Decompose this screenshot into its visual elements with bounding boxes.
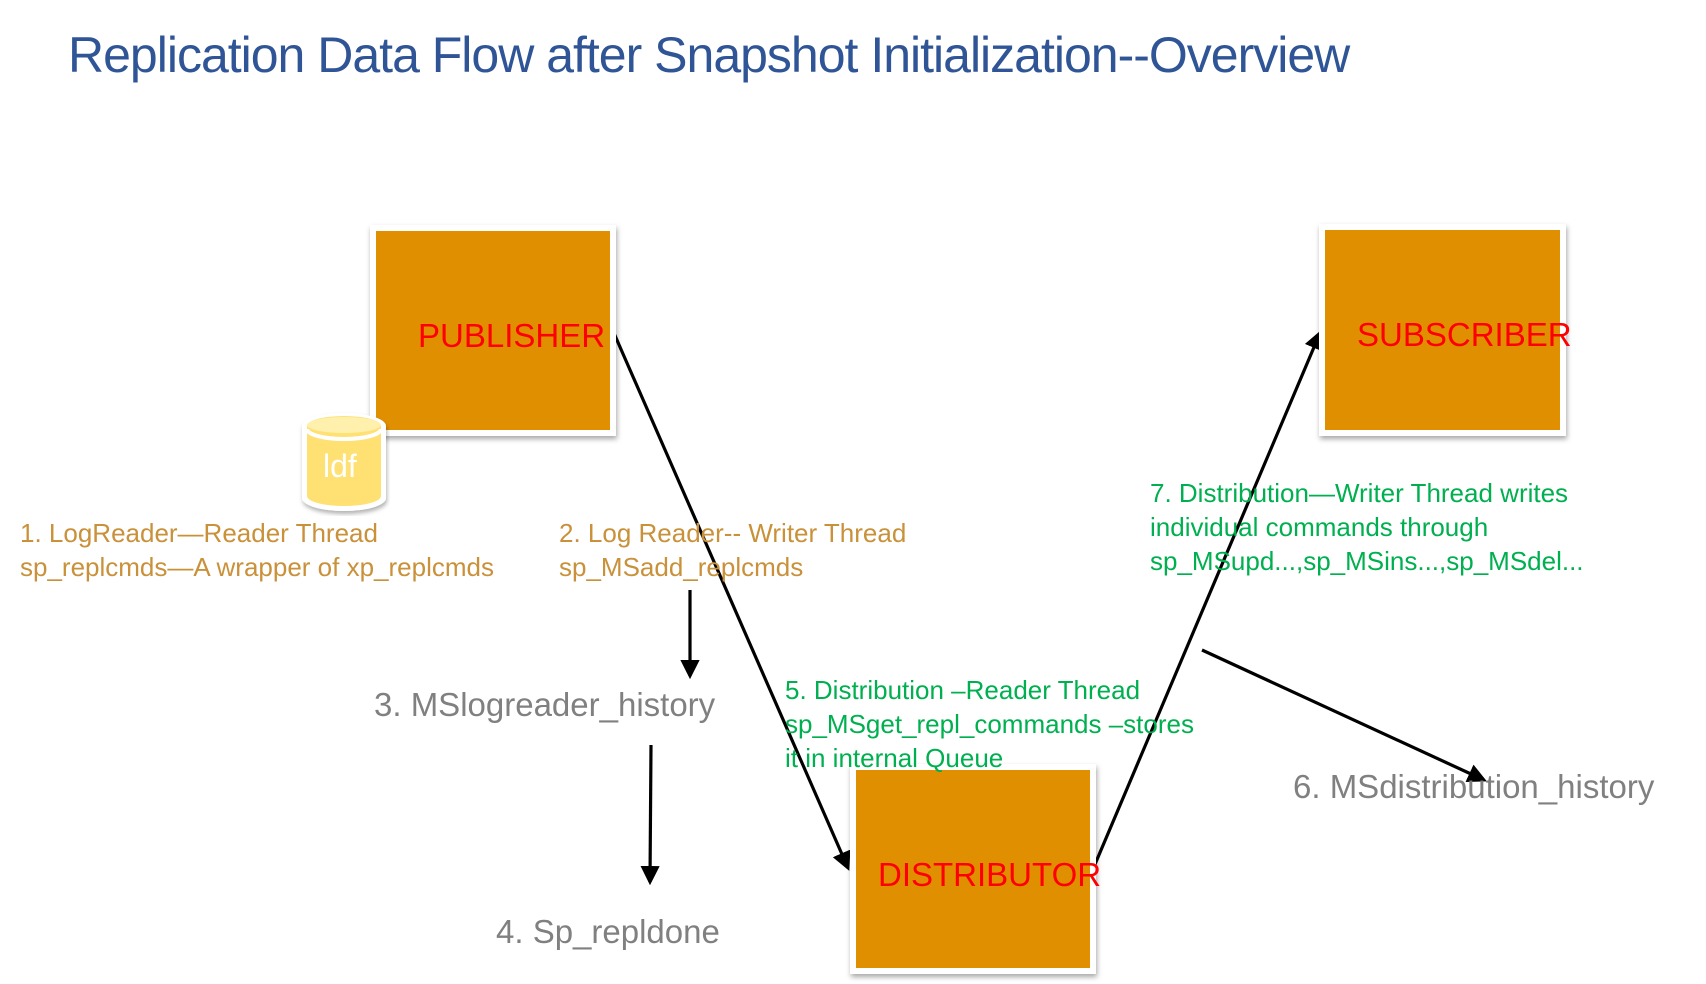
step5-distribution-reader-thread: 5. Distribution –Reader Thread sp_MSget_… (785, 673, 1194, 775)
subscriber-label: SUBSCRIBER (1357, 316, 1572, 353)
step7-distribution-writer-thread: 7. Distribution—Writer Thread writes ind… (1150, 476, 1584, 578)
arrow-logreader-history-to-repldone (640, 744, 660, 886)
step4-sp-repldone: 4. Sp_repldone (496, 913, 720, 950)
arrow-distributor-to-subscriber (1091, 330, 1323, 870)
step2-line2: sp_MSadd_replcmds (559, 552, 804, 582)
arrow-publisher-to-distributor (611, 330, 851, 871)
page-title: Replication Data Flow after Snapshot Ini… (68, 27, 1350, 83)
step5-line2: sp_MSget_repl_commands –stores (785, 709, 1194, 739)
step2-line1: 2. Log Reader-- Writer Thread (559, 518, 907, 548)
publisher-node[interactable]: PUBLISHER (370, 225, 616, 436)
ldf-label: ldf (323, 448, 357, 484)
step1-logreader-reader-thread: 1. LogReader—Reader Thread sp_replcmds—A… (20, 516, 494, 584)
step6-msdistribution-history: 6. MSdistribution_history (1293, 768, 1655, 805)
step2-logreader-writer-thread: 2. Log Reader-- Writer Thread sp_MSadd_r… (559, 516, 906, 584)
subscriber-node[interactable]: SUBSCRIBER (1319, 224, 1572, 436)
step1-line1: 1. LogReader—Reader Thread (20, 518, 378, 548)
step3-mslogreader-history: 3. MSlogreader_history (374, 686, 716, 723)
distributor-label: DISTRIBUTOR (878, 856, 1102, 893)
database-cylinder-icon: ldf (298, 408, 390, 516)
step5-line3: it in internal Queue (785, 743, 1004, 773)
step1-line2: sp_replcmds—A wrapper of xp_replcmds (20, 552, 494, 582)
step7-line2: individual commands through (1150, 512, 1489, 542)
publisher-label: PUBLISHER (418, 317, 606, 354)
step7-line3: sp_MSupd...,sp_MSins...,sp_MSdel... (1150, 546, 1584, 576)
step7-line1: 7. Distribution—Writer Thread writes (1150, 478, 1569, 508)
step5-line1: 5. Distribution –Reader Thread (785, 675, 1141, 705)
arrow-to-distribution-history (1201, 648, 1487, 783)
distributor-node[interactable]: DISTRIBUTOR (850, 764, 1101, 974)
